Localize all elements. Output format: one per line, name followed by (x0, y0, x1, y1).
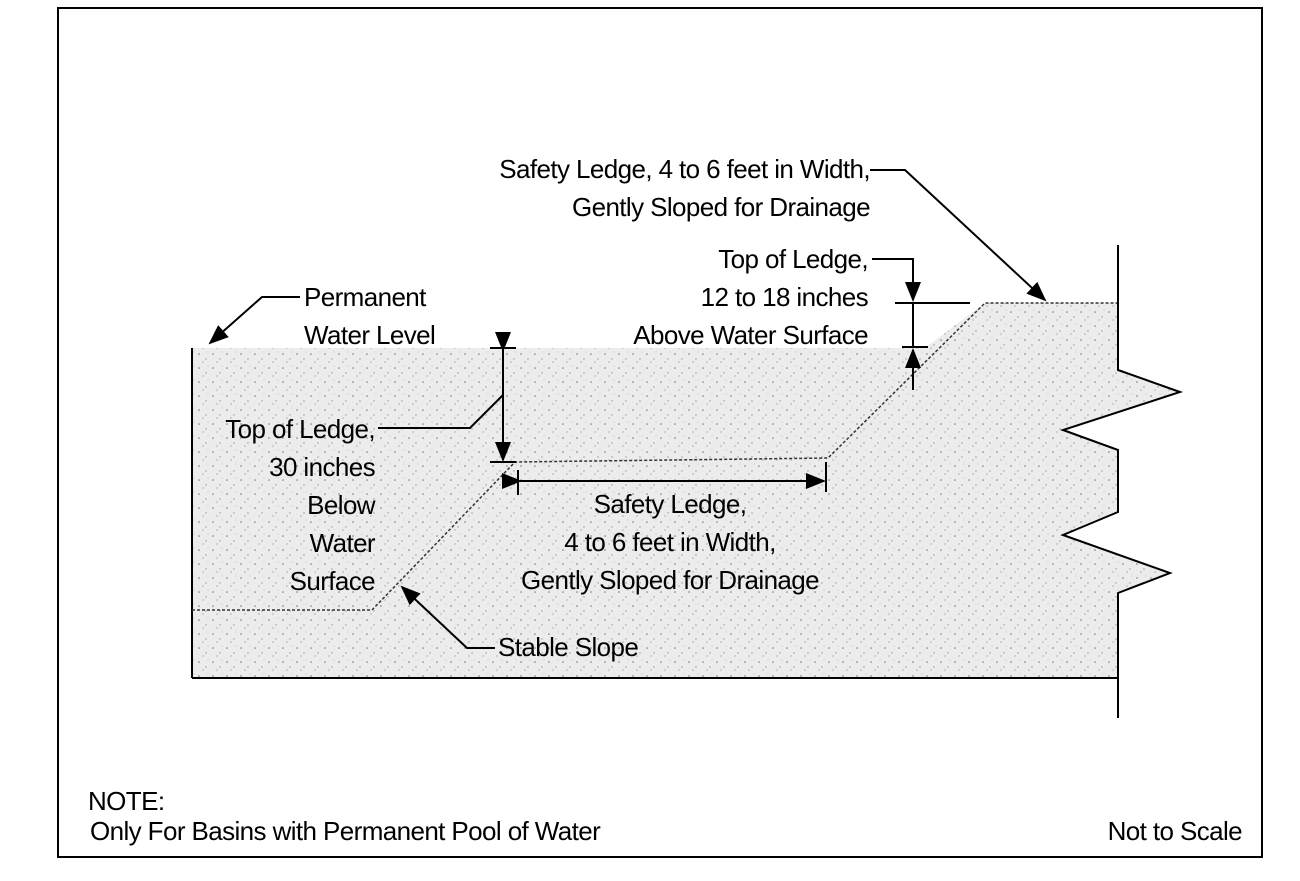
leader-stable-slope (400, 585, 495, 649)
basin-cross-section (192, 303, 1180, 678)
label-top-safety-ledge: Safety Ledge, 4 to 6 feet in Width, Gent… (499, 154, 870, 222)
label-top-of-ledge-above: Top of Ledge, 12 to 18 inches Above Wate… (633, 244, 868, 350)
note-text: Only For Basins with Permanent Pool of W… (90, 816, 601, 846)
label-top-of-ledge-below: Top of Ledge, 30 inches Below Water Surf… (225, 414, 375, 596)
scale-note: Not to Scale (1107, 816, 1243, 846)
leader-ledge-below (378, 394, 504, 429)
break-line (1059, 245, 1184, 718)
label-bottom-safety-ledge: Safety Ledge, 4 to 6 feet in Width, Gent… (520, 489, 820, 595)
label-permanent-water-level: Permanent Water Level (304, 282, 436, 350)
leader-permanent-water (208, 296, 300, 345)
note-heading: NOTE: (88, 786, 165, 816)
ground-profile (192, 302, 1118, 611)
leader-ledge-above (872, 258, 921, 302)
frame-border (57, 7, 1263, 858)
label-stable-slope: Stable Slope (498, 632, 639, 662)
leader-top-safety-ledge (870, 169, 1047, 302)
